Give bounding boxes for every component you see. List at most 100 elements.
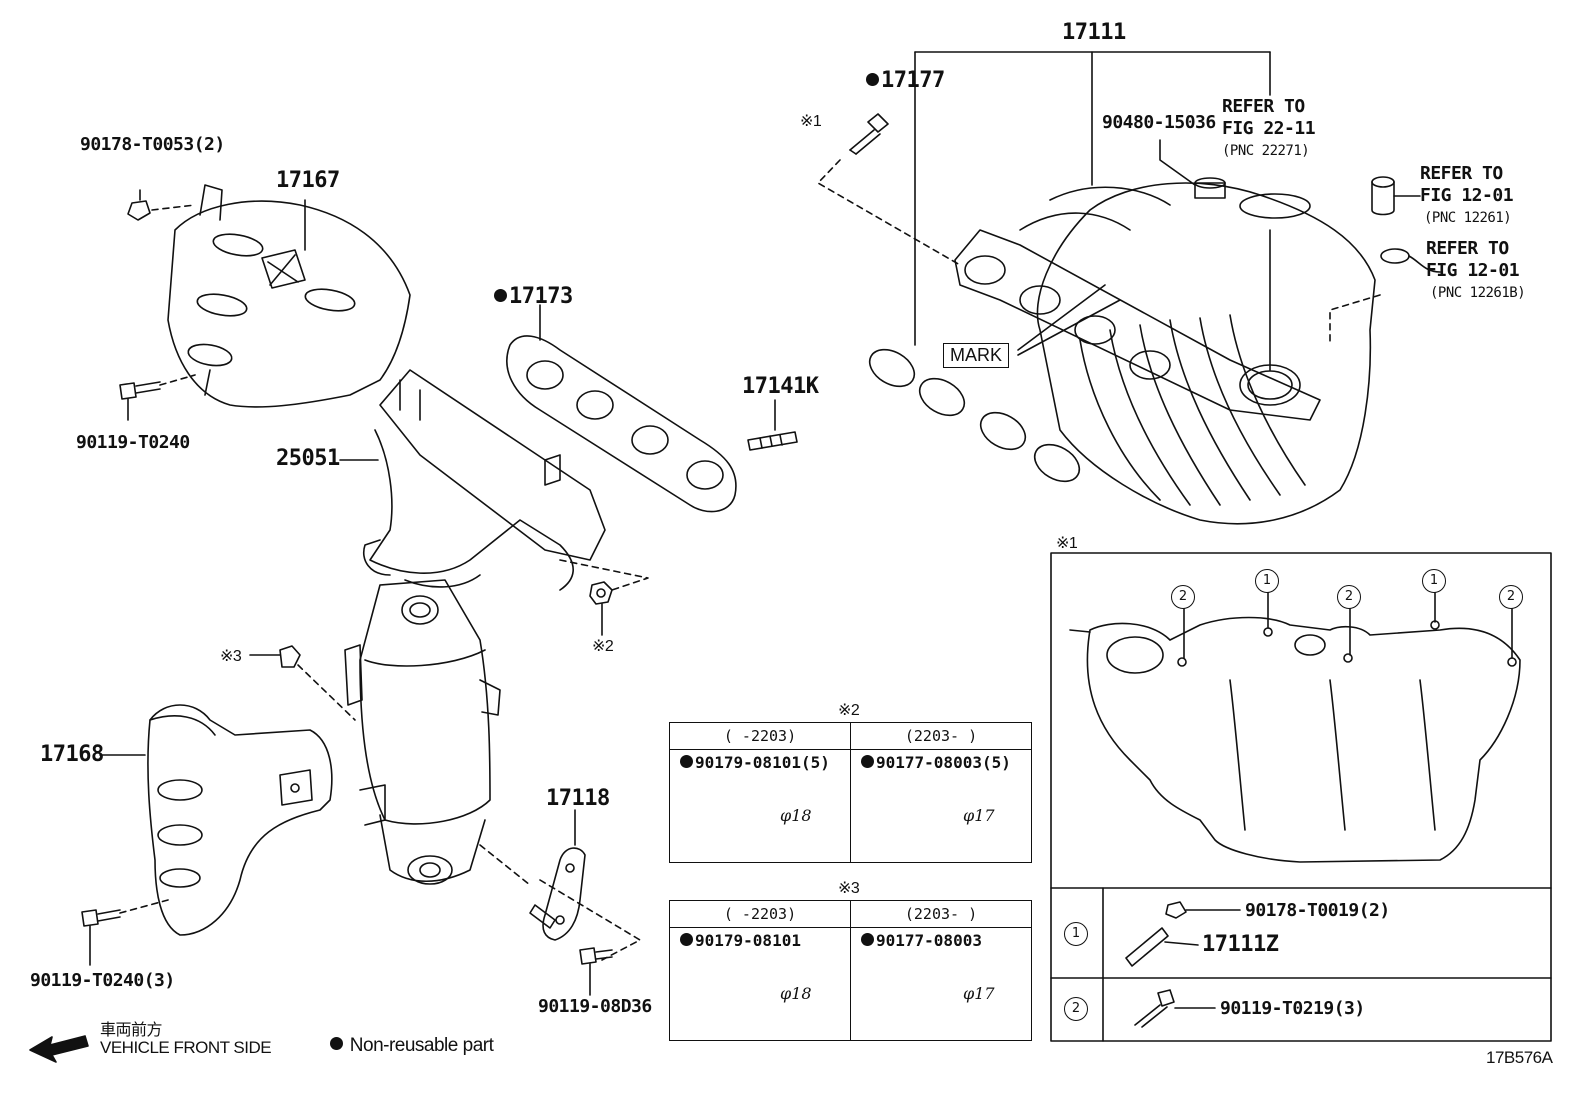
table3-title: ※3 xyxy=(838,880,860,897)
oring-22271[interactable] xyxy=(1239,193,1311,219)
exhaust-manifold-25051[interactable] xyxy=(363,369,606,591)
detail1-callout-1a: 1 xyxy=(1255,569,1279,593)
stud-17141K[interactable] xyxy=(747,399,798,451)
phi-symbol: φ xyxy=(963,984,975,1003)
detail1-callout-1b: 1 xyxy=(1422,569,1446,593)
note2-nut-marker: ※2 xyxy=(592,638,614,655)
table2-col2-dia-value: 17 xyxy=(974,806,995,825)
bolt-note1[interactable] xyxy=(849,113,889,155)
label-17111[interactable]: 17111 xyxy=(1062,20,1126,45)
nonreusable-legend-text: Non-reusable part xyxy=(349,1035,494,1056)
nut-note2[interactable] xyxy=(589,581,613,636)
bracket-17118[interactable] xyxy=(542,809,586,941)
refer-22-pnc: (PNC 22271) xyxy=(1222,143,1310,159)
clip-12261B[interactable] xyxy=(1329,248,1441,346)
detail1-callout-2b: 2 xyxy=(1337,585,1361,609)
mark-leader xyxy=(1017,284,1121,356)
detail1-title: ※1 xyxy=(1056,535,1078,552)
table3-col1-header: ( -2203) xyxy=(723,905,797,923)
dashed-nut3 xyxy=(297,664,356,721)
hose-12261[interactable] xyxy=(1371,176,1421,216)
table3-col2-part-text: 90177-08003 xyxy=(876,931,982,950)
mark-label: MARK xyxy=(943,343,1010,368)
table3-col2-dia-value: 17 xyxy=(974,984,995,1003)
spec-table-note2: ( -2203) (2203- ) 90179-08101(5) φ18 901… xyxy=(669,722,1032,863)
label-17118[interactable]: 17118 xyxy=(546,786,610,811)
table2-col1-header: ( -2203) xyxy=(723,727,797,745)
front-arrow xyxy=(29,1035,89,1063)
table2-col1-diameter: φ18 xyxy=(780,806,812,825)
table3-col1-part[interactable]: 90179-08101 xyxy=(670,928,850,954)
nonreusable-dot-icon xyxy=(861,933,874,946)
table2-col2-header: (2203- ) xyxy=(904,727,978,745)
label-17177-text: 17177 xyxy=(881,68,945,93)
table3-col1-diameter: φ18 xyxy=(780,984,812,1003)
table2-col2-part[interactable]: 90177-08003(5) xyxy=(851,750,1031,776)
detail-bolt-90119-T0219[interactable] xyxy=(1134,989,1216,1028)
nut-note3[interactable] xyxy=(249,645,301,668)
dashed-nut-to-insulator xyxy=(151,204,196,211)
nonreusable-dot-icon xyxy=(680,933,693,946)
refer-12a-line1[interactable]: REFER TO xyxy=(1420,163,1503,184)
nut-90178-T0053[interactable] xyxy=(127,189,151,221)
label-90480-15036[interactable]: 90480-15036 xyxy=(1102,112,1216,133)
table3-col1-figure: φ18 xyxy=(670,954,850,1040)
label-90178-T0019[interactable]: 90178-T0019(2) xyxy=(1245,900,1390,921)
nonreusable-dot-icon xyxy=(330,1037,343,1051)
table2-col1-part[interactable]: 90179-08101(5) xyxy=(670,750,850,776)
heat-insulator-17168[interactable] xyxy=(147,704,333,936)
dashed-bolt-to-flange xyxy=(817,159,961,266)
dashed-bolt-to-insulator xyxy=(159,374,196,386)
detail-stud-17111Z[interactable] xyxy=(1125,927,1199,967)
stud-bracket[interactable] xyxy=(529,904,556,929)
refer-12b-line1[interactable]: REFER TO xyxy=(1426,238,1509,259)
nonreusable-legend: Non-reusable part xyxy=(330,1035,494,1057)
bolt-90119-T0240[interactable] xyxy=(119,381,161,421)
label-17177[interactable]: 17177 xyxy=(866,68,945,93)
label-90178-T0053[interactable]: 90178-T0053(2) xyxy=(80,134,225,155)
heat-insulator-17167[interactable] xyxy=(167,184,411,408)
label-17173-text: 17173 xyxy=(509,284,573,309)
phi-symbol: φ xyxy=(780,984,792,1003)
refer-22-line2[interactable]: FIG 22-11 xyxy=(1222,118,1316,139)
label-17111Z[interactable]: 17111Z xyxy=(1202,932,1279,957)
label-90119-T0240-3[interactable]: 90119-T0240(3) xyxy=(30,970,175,991)
label-90119-T0219[interactable]: 90119-T0219(3) xyxy=(1220,998,1365,1019)
label-17167[interactable]: 17167 xyxy=(276,168,340,193)
detail-nut-90178-T0019[interactable] xyxy=(1165,901,1241,919)
phi-symbol: φ xyxy=(963,806,975,825)
table2-col2-diameter: φ17 xyxy=(963,806,995,825)
figure-id: 17B576A xyxy=(1486,1048,1553,1067)
refer-12b-pnc: (PNC 12261B) xyxy=(1430,285,1526,301)
refer-22-line1[interactable]: REFER TO xyxy=(1222,96,1305,117)
detail1-callout-2c: 2 xyxy=(1499,585,1523,609)
refer-12b-line2[interactable]: FIG 12-01 xyxy=(1426,260,1520,281)
cap-90480-15036[interactable] xyxy=(1159,139,1226,199)
label-17168[interactable]: 17168 xyxy=(40,742,104,767)
table2-col1-figure: φ18 xyxy=(670,776,850,862)
detail-box-1 xyxy=(1050,552,1552,1042)
label-90119-08D36[interactable]: 90119-08D36 xyxy=(538,996,652,1017)
label-17141K[interactable]: 17141K xyxy=(742,374,819,399)
label-17173[interactable]: 17173 xyxy=(494,284,573,309)
table3-col1-part-text: 90179-08101 xyxy=(695,931,801,950)
label-25051[interactable]: 25051 xyxy=(276,446,340,471)
label-90119-T0240[interactable]: 90119-T0240 xyxy=(76,432,190,453)
gasket-17173[interactable] xyxy=(506,335,737,513)
dashed-nut2 xyxy=(559,559,649,591)
gasket-17177[interactable] xyxy=(863,342,1086,489)
table2-title: ※2 xyxy=(838,702,860,719)
detail1-callout-2a: 2 xyxy=(1171,585,1195,609)
intake-manifold[interactable] xyxy=(1019,182,1376,525)
detail-intake-manifold[interactable] xyxy=(1069,616,1521,863)
nonreusable-dot-icon xyxy=(680,755,693,768)
table2-col1-dia-value: 18 xyxy=(791,806,812,825)
catalytic-converter[interactable] xyxy=(344,579,501,885)
spec-table-note3: ( -2203) (2203- ) 90179-08101 φ18 90177-… xyxy=(669,900,1032,1041)
table3-col2-part[interactable]: 90177-08003 xyxy=(851,928,1031,954)
refer-12a-line2[interactable]: FIG 12-01 xyxy=(1420,185,1514,206)
detail1-row1-num: 1 xyxy=(1064,922,1088,946)
bolt-90119-08D36[interactable] xyxy=(579,947,613,996)
bolt-90119-T0240-3[interactable] xyxy=(81,909,121,966)
dashed-bracket xyxy=(479,844,641,961)
